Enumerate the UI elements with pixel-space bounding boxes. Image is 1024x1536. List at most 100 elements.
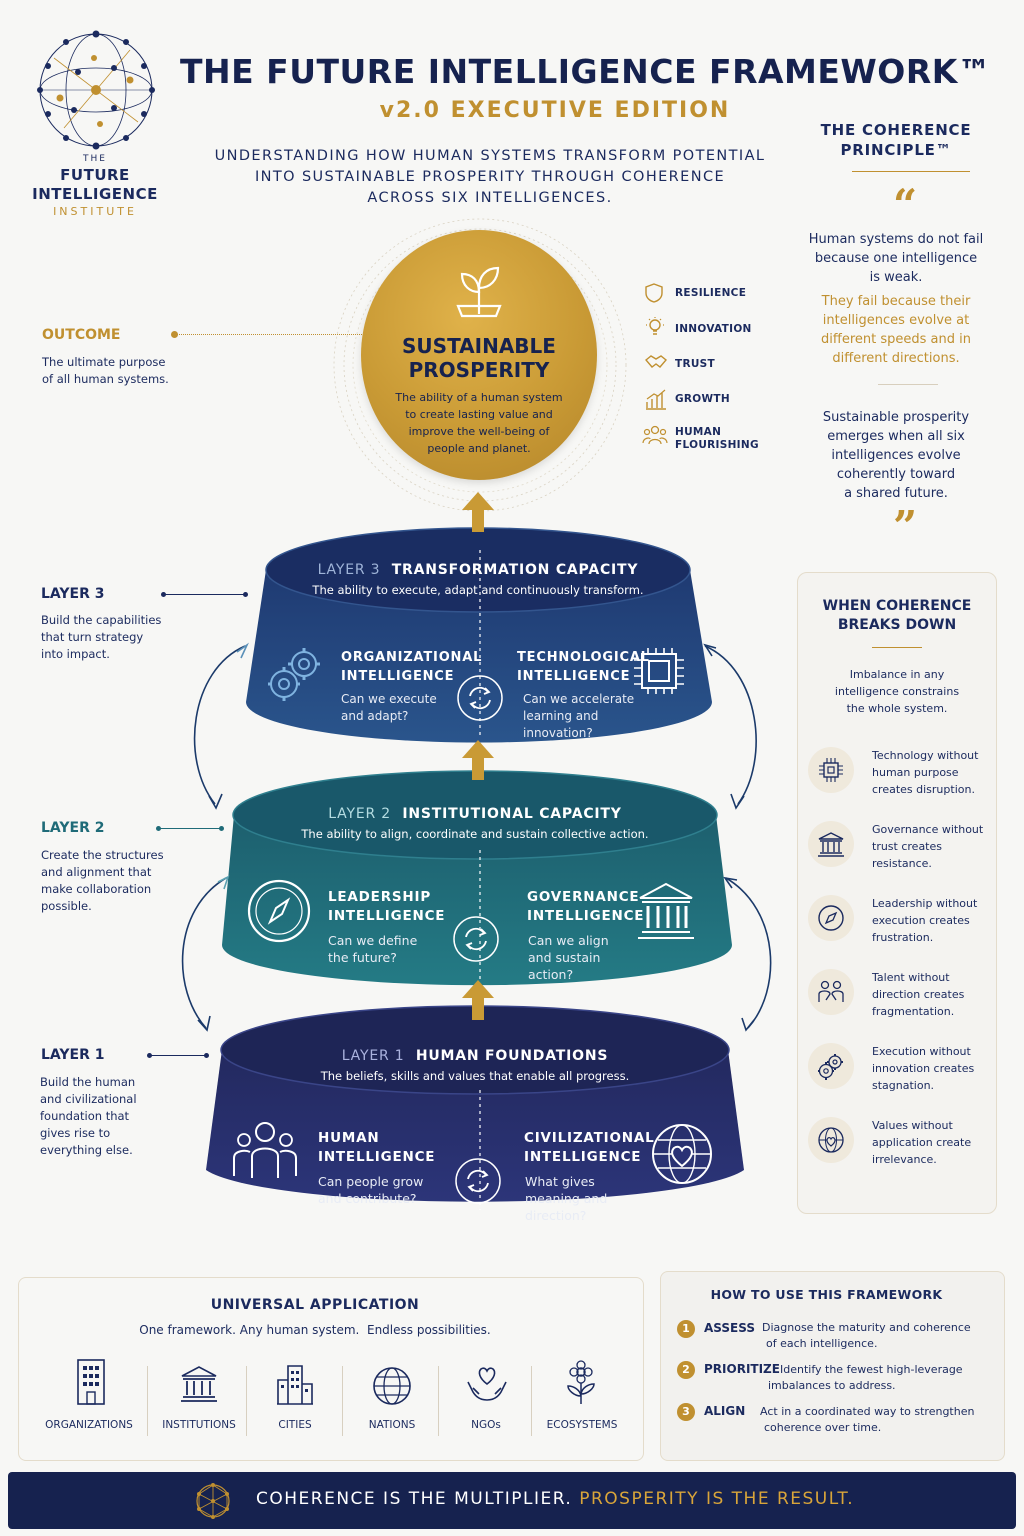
ua-ngos: NGOs — [471, 1419, 501, 1431]
layer2-side-heading: LAYER 2 — [41, 820, 105, 836]
logo-the: THE — [83, 154, 107, 164]
hands-heart-icon — [467, 1367, 507, 1401]
prosperity-title-1: SUSTAINABLE — [402, 334, 556, 358]
layer3-side-heading: LAYER 3 — [41, 586, 105, 602]
sprout-icon — [456, 266, 502, 318]
benefit-resilience: RESILIENCE — [675, 287, 747, 299]
prosperity-title-2: PROSPERITY — [408, 358, 550, 382]
footer-logo-icon — [196, 1483, 230, 1519]
logo-line1: FUTURE — [60, 166, 130, 184]
logo-line2: INTELLIGENCE — [32, 185, 158, 203]
building-icon — [77, 1359, 105, 1405]
benefit-innovation: INNOVATION — [675, 323, 752, 335]
page-title: THE FUTURE INTELLIGENCE FRAMEWORK™ — [180, 52, 992, 91]
universal-tagline: One framework. Any human system. Endless… — [139, 1323, 491, 1337]
coherence-heading-1: THE COHERENCE — [820, 121, 972, 139]
step-1-key: ASSESS — [704, 1321, 755, 1335]
gears-icon — [818, 1054, 843, 1080]
shield-icon — [645, 283, 663, 303]
coherence-divider-2 — [878, 384, 938, 385]
universal-application-panel — [18, 1277, 644, 1461]
cycle-icon — [457, 675, 503, 721]
institution-icon — [181, 1366, 217, 1402]
coherence-principle-box: THE COHERENCE PRINCIPLE™ — [796, 120, 996, 160]
prosperity-circle — [361, 230, 597, 480]
layer1-side-heading: LAYER 1 — [41, 1047, 105, 1063]
compass-icon — [818, 905, 844, 931]
page-intro: UNDERSTANDING HOW HUMAN SYSTEMS TRANSFOR… — [214, 148, 766, 206]
benefit-human-flourishing: HUMAN FLOURISHING — [675, 426, 759, 451]
breakdown-heading-2: BREAKS DOWN — [837, 617, 957, 633]
ua-ecosystems: ECOSYSTEMS — [546, 1419, 618, 1431]
chip-icon — [819, 758, 843, 782]
page-subtitle: v2.0 EXECUTIVE EDITION — [379, 98, 731, 123]
prosperity-halo — [333, 218, 627, 512]
open-quote-icon: “ — [893, 180, 918, 229]
layer2-header: LAYER 2 INSTITUTIONAL CAPACITY The abili… — [301, 806, 649, 841]
how-to-heading: HOW TO USE THIS FRAMEWORK — [710, 1287, 943, 1302]
close-quote-icon: ” — [893, 502, 918, 551]
globe-heart-icon — [818, 1127, 844, 1153]
step-2-number: 2 — [677, 1361, 695, 1379]
benefit-trust: TRUST — [675, 358, 715, 370]
globe-heart-icon — [652, 1124, 712, 1184]
layer-stack-graphic — [181, 492, 772, 1210]
ua-organizations: ORGANIZATIONS — [45, 1419, 133, 1431]
outcome-heading: OUTCOME — [42, 327, 121, 343]
ua-cities: CITIES — [278, 1419, 312, 1431]
handshake-icon — [644, 355, 668, 368]
prosperity-desc: The ability of a human system to create … — [395, 391, 563, 455]
institution-icon — [818, 832, 844, 857]
ua-nations: NATIONS — [368, 1419, 416, 1431]
step-3-number: 3 — [677, 1403, 695, 1421]
compass-icon — [247, 879, 311, 943]
footer-tagline: COHERENCE IS THE MULTIPLIER. PROSPERITY … — [256, 1489, 855, 1509]
cycle-icon — [455, 1158, 501, 1204]
how-to-use-panel — [660, 1271, 1005, 1461]
people-arrows-icon — [818, 980, 844, 1002]
outcome-text: The ultimate purpose of all human system… — [42, 355, 169, 386]
breakdown-heading-1: WHEN COHERENCE — [822, 598, 972, 614]
cycle-icon — [453, 916, 499, 962]
step-3-key: ALIGN — [704, 1404, 746, 1418]
outcome-connector — [174, 334, 364, 335]
growth-chart-icon — [646, 389, 666, 410]
benefit-growth: GROWTH — [675, 393, 730, 405]
layer1-header: LAYER 1 HUMAN FOUNDATIONS The beliefs, s… — [320, 1048, 630, 1083]
people-icon — [233, 1122, 297, 1178]
gears-icon — [268, 648, 320, 701]
step-2-key: PRIORITIZE — [704, 1362, 780, 1376]
logo-line3: INSTITUTE — [53, 205, 137, 218]
coherence-divider — [852, 171, 970, 172]
institution-icon — [638, 882, 694, 939]
coherence-breakdown-panel: WHEN COHERENCE BREAKS DOWN Imbalance in … — [797, 572, 997, 1214]
globe-icon — [373, 1367, 411, 1405]
city-icon — [277, 1365, 313, 1405]
institute-logo-globe — [37, 30, 155, 150]
step-1-number: 1 — [677, 1320, 695, 1338]
coherence-heading-2: PRINCIPLE™ — [840, 141, 952, 159]
footer-banner — [8, 1472, 1016, 1529]
